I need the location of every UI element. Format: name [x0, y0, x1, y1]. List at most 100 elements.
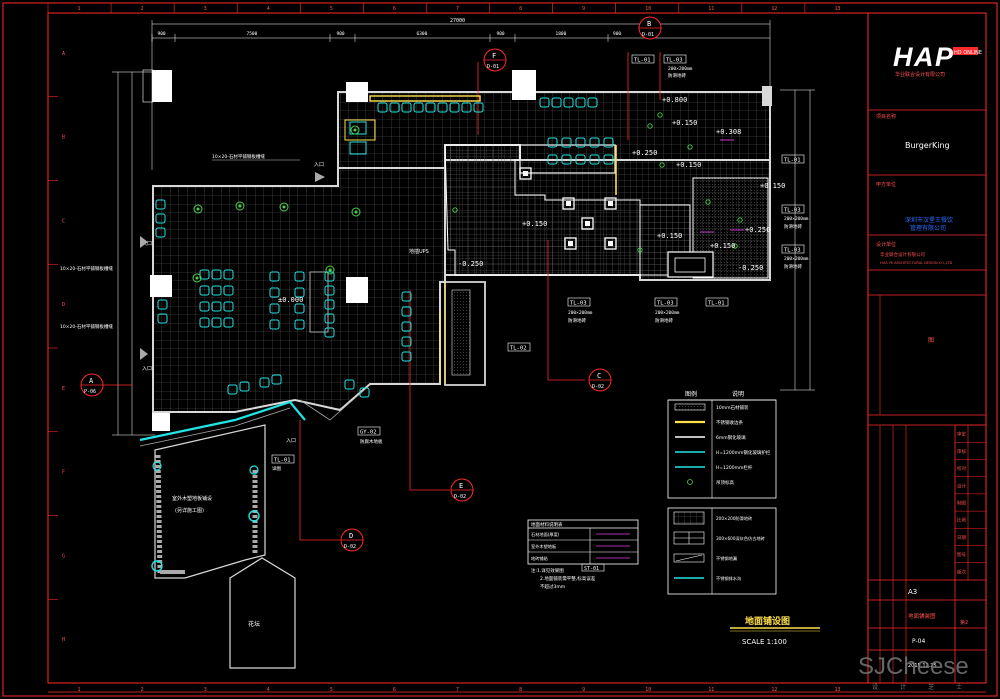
- callout-letter: B: [647, 20, 651, 28]
- furniture: [155, 97, 744, 398]
- svg-text:+0.150: +0.150: [522, 220, 547, 228]
- svg-text:200×200mm: 200×200mm: [668, 66, 693, 72]
- dimension-value: 7500: [247, 31, 258, 37]
- svg-text:TL-01: TL-01: [784, 158, 801, 164]
- svg-text:地面材料说明表: 地面材料说明表: [531, 521, 563, 528]
- svg-text:TL-03: TL-03: [666, 58, 683, 64]
- title-row-label: 审核: [957, 448, 966, 455]
- watermark-char: 芝: [928, 683, 934, 691]
- svg-text:注:1.详见效果图: 注:1.详见效果图: [531, 567, 564, 574]
- svg-text:2015.12.25: 2015.12.25: [908, 663, 937, 669]
- svg-text:GY-02: GY-02: [360, 430, 377, 436]
- ruler-col-label: 9: [582, 687, 585, 693]
- legend-item: 不锈钢收边条: [716, 419, 743, 426]
- svg-text:TL-03: TL-03: [784, 248, 801, 254]
- legend-item: 6mm钢化玻璃: [716, 434, 746, 441]
- ruler-col-label: 6: [393, 687, 396, 693]
- svg-text:入口: 入口: [314, 162, 324, 168]
- svg-text:说明: 说明: [732, 390, 744, 398]
- legend-item: 不锈钢地漏: [716, 555, 737, 562]
- ruler-col-label: 12: [771, 687, 777, 693]
- svg-text:200×200mm: 200×200mm: [655, 310, 680, 316]
- ruler-row-label: A: [62, 51, 65, 57]
- callout-letter: E: [459, 482, 463, 490]
- title-row-label: 审定: [957, 431, 966, 438]
- callout-sheet: P-06: [84, 389, 96, 395]
- dimension-value: 900: [337, 31, 345, 37]
- ruler-row-label: E: [62, 386, 65, 392]
- callout-sheet: D-02: [344, 544, 356, 550]
- legend-item: H=1200mm钢化玻璃护栏: [716, 449, 771, 456]
- dining-floor-left: [152, 167, 446, 413]
- title-row-label: 图号: [957, 552, 966, 558]
- svg-text:入口: 入口: [142, 241, 152, 247]
- legend-item: 200×200防滑地砖: [716, 515, 752, 522]
- ruler-col-label: 3: [204, 6, 207, 12]
- svg-text:+0.150: +0.150: [672, 119, 697, 127]
- watermark: SJCheese: [858, 653, 969, 680]
- svg-text:华业联合设计有限公司: 华业联合设计有限公司: [880, 251, 925, 258]
- svg-text:防滑地砖: 防滑地砖: [784, 223, 802, 230]
- svg-text:第2: 第2: [960, 619, 968, 626]
- svg-text:防滑地砖: 防滑地砖: [784, 263, 802, 270]
- ruler-col-label: 1: [78, 687, 81, 693]
- svg-text:TL-03: TL-03: [570, 301, 587, 307]
- svg-text:10×20-石材平铺钢板槽缝: 10×20-石材平铺钢板槽缝: [212, 153, 265, 160]
- ruler-row-label: C: [62, 218, 65, 224]
- svg-text:HD ONLINE: HD ONLINE: [954, 50, 982, 56]
- svg-text:项目名称: 项目名称: [876, 113, 896, 120]
- svg-text:花坛: 花坛: [248, 620, 260, 628]
- flower-bed: [229, 557, 296, 669]
- ruler-col-label: 7: [456, 6, 459, 12]
- legend-item: 10mm石材铺装: [716, 404, 749, 411]
- watermark-char: 设: [872, 683, 878, 691]
- svg-text:防滑地砖: 防滑地砖: [655, 317, 673, 324]
- ruler-col-label: 8: [519, 6, 522, 12]
- ruler-col-label: 13: [834, 687, 840, 693]
- overall-dimension: 27000: [450, 18, 465, 24]
- notes-row: 室外木塑地板: [531, 543, 557, 550]
- right-dimensions: [780, 89, 815, 391]
- svg-text:防滑地砖: 防滑地砖: [568, 317, 586, 324]
- notes-row: 石材地面(厚度): [531, 531, 560, 538]
- left-dimensions: [112, 71, 170, 436]
- svg-text:深圳市汉堡王餐饮: 深圳市汉堡王餐饮: [905, 216, 953, 224]
- svg-text:-0.250: -0.250: [738, 264, 763, 272]
- svg-text:地面铺装图: 地面铺装图: [908, 612, 936, 620]
- svg-text:图: 图: [928, 337, 934, 344]
- ruler-col-label: 2: [141, 6, 144, 12]
- svg-text:TL-03: TL-03: [784, 208, 801, 214]
- structural-columns: [150, 70, 536, 431]
- callout-sheet: D-02: [592, 384, 604, 390]
- title-row-label: 校对: [957, 465, 966, 472]
- svg-text:TL-01: TL-01: [708, 301, 725, 307]
- watermark-sub: 设计芝士: [872, 683, 962, 691]
- logo-cn: 华业联合设计有限公司: [895, 71, 945, 78]
- title-row-label: 制图: [957, 500, 966, 507]
- watermark-char: 计: [900, 683, 906, 691]
- svg-text:(另详施工图): (另详施工图): [175, 507, 204, 514]
- callout-letter: D: [349, 532, 353, 540]
- dimension-value: 900: [158, 31, 166, 37]
- title-row-label: 日期: [957, 535, 966, 541]
- legend-item: H=1200mm栏杆: [716, 464, 753, 471]
- ruler-col-label: 2: [141, 687, 144, 693]
- svg-text:入口: 入口: [142, 366, 152, 372]
- dimension-value: 900: [613, 31, 621, 37]
- title-row-label: 版次: [957, 568, 966, 575]
- callout-letter: A: [89, 377, 94, 385]
- svg-text:A3: A3: [908, 588, 917, 596]
- svg-text:图例: 图例: [685, 390, 697, 398]
- ruler-col-label: 6: [393, 6, 396, 12]
- ruler-row-label: D: [62, 302, 65, 308]
- notes-row: 地砖铺贴: [531, 555, 548, 562]
- svg-text:设计单位: 设计单位: [876, 241, 896, 248]
- svg-text:TL-02: TL-02: [510, 346, 527, 352]
- svg-text:TL-01: TL-01: [634, 58, 651, 64]
- callout-sheet: D-01: [487, 64, 499, 70]
- svg-text:防滑地砖: 防滑地砖: [668, 72, 686, 79]
